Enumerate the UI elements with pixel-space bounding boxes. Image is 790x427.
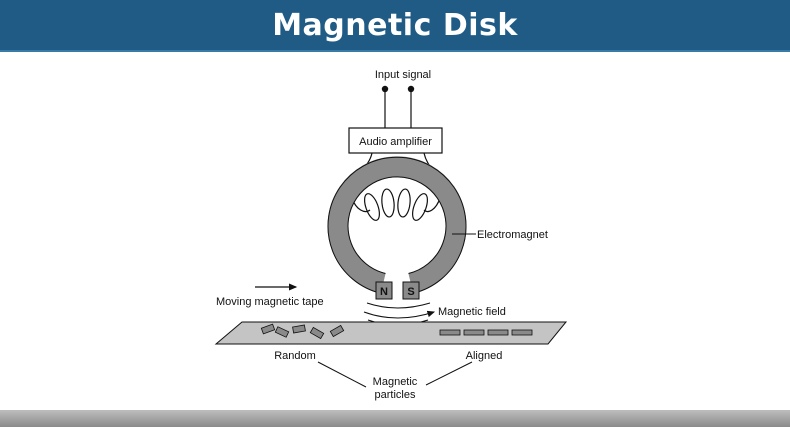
north-pole-label: N: [380, 286, 388, 298]
aligned-leader: [425, 361, 473, 386]
random-particles: [260, 323, 345, 340]
magnetic-field-label: Magnetic field: [438, 306, 506, 318]
electromagnet-core: [327, 156, 467, 294]
moving-tape-label: Moving magnetic tape: [216, 296, 324, 308]
audio-amplifier-box: [348, 127, 443, 154]
south-pole-piece: [402, 281, 420, 300]
random-leader: [317, 361, 367, 388]
input-signal-label: Input signal: [375, 69, 431, 81]
aligned-particles: [439, 329, 533, 336]
core-outline-inner: [347, 176, 447, 274]
electromagnet-label: Electromagnet: [477, 229, 548, 241]
aligned-label: Aligned: [466, 350, 503, 362]
slide-title: Magnetic Disk: [272, 8, 518, 43]
north-pole-piece: [375, 281, 393, 300]
coil-windings: [364, 188, 428, 221]
core-outline-outer: [327, 156, 467, 294]
particles-label-line1: Magnetic: [373, 376, 418, 388]
random-label: Random: [274, 350, 316, 362]
south-pole-label: S: [407, 286, 414, 298]
bottom-decor-strip: [0, 410, 790, 427]
title-bar: [0, 0, 790, 52]
audio-amplifier-label: Audio amplifier: [359, 136, 432, 148]
particles-label-line2: particles: [375, 389, 416, 401]
